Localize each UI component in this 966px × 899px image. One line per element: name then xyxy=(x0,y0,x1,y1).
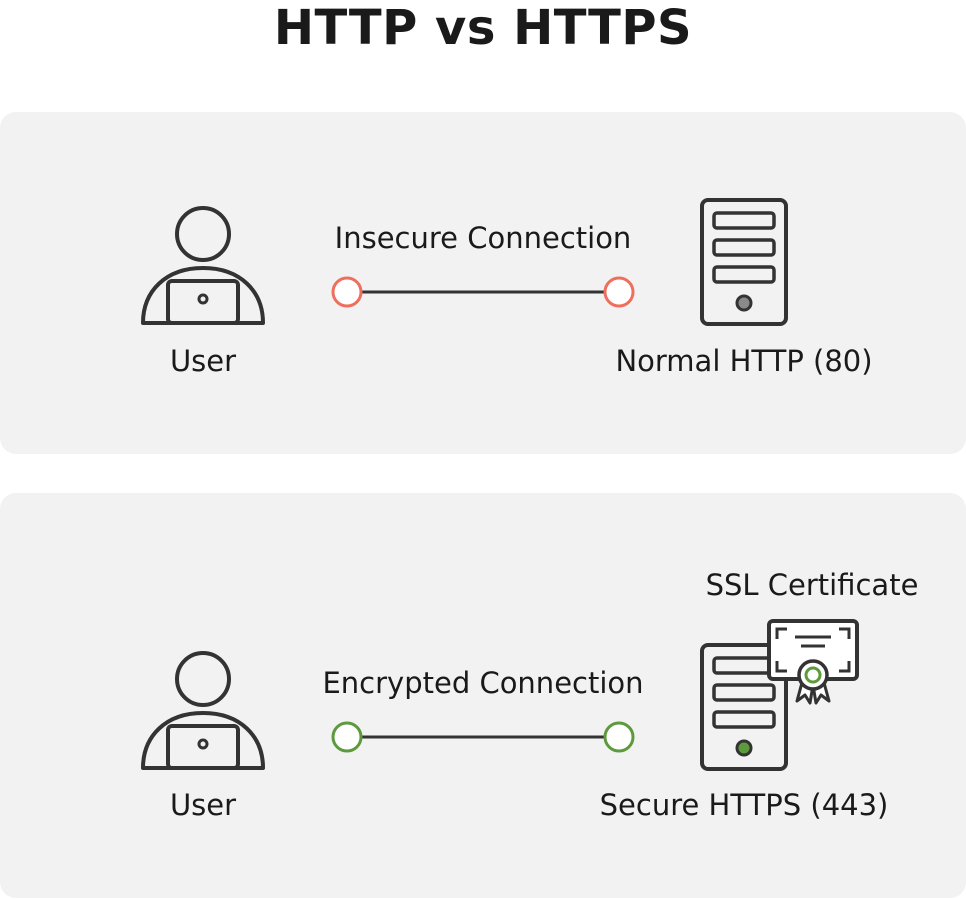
insecure-endpoint-right xyxy=(603,276,635,308)
secure-endpoint-right xyxy=(603,721,635,753)
https-server-label: Secure HTTPS (443) xyxy=(599,788,889,822)
user-icon xyxy=(141,206,265,325)
http-server-label: Normal HTTP (80) xyxy=(615,344,873,378)
http-user-label: User xyxy=(169,344,237,378)
insecure-endpoint-left xyxy=(331,276,363,308)
ssl-certificate-icon xyxy=(767,619,859,705)
secure-endpoint-left xyxy=(331,721,363,753)
https-user-label: User xyxy=(169,788,237,822)
user-icon xyxy=(141,651,265,770)
encrypted-connection-label: Encrypted Connection xyxy=(322,666,644,700)
insecure-connection-label: Insecure Connection xyxy=(334,221,632,255)
encrypted-connection-line xyxy=(331,721,635,753)
secure-server-icon xyxy=(700,643,788,771)
server-icon xyxy=(700,198,788,326)
certificate-label: SSL Certificate xyxy=(705,568,919,602)
page-title: HTTP vs HTTPS xyxy=(273,0,693,56)
insecure-connection-line xyxy=(331,276,635,308)
